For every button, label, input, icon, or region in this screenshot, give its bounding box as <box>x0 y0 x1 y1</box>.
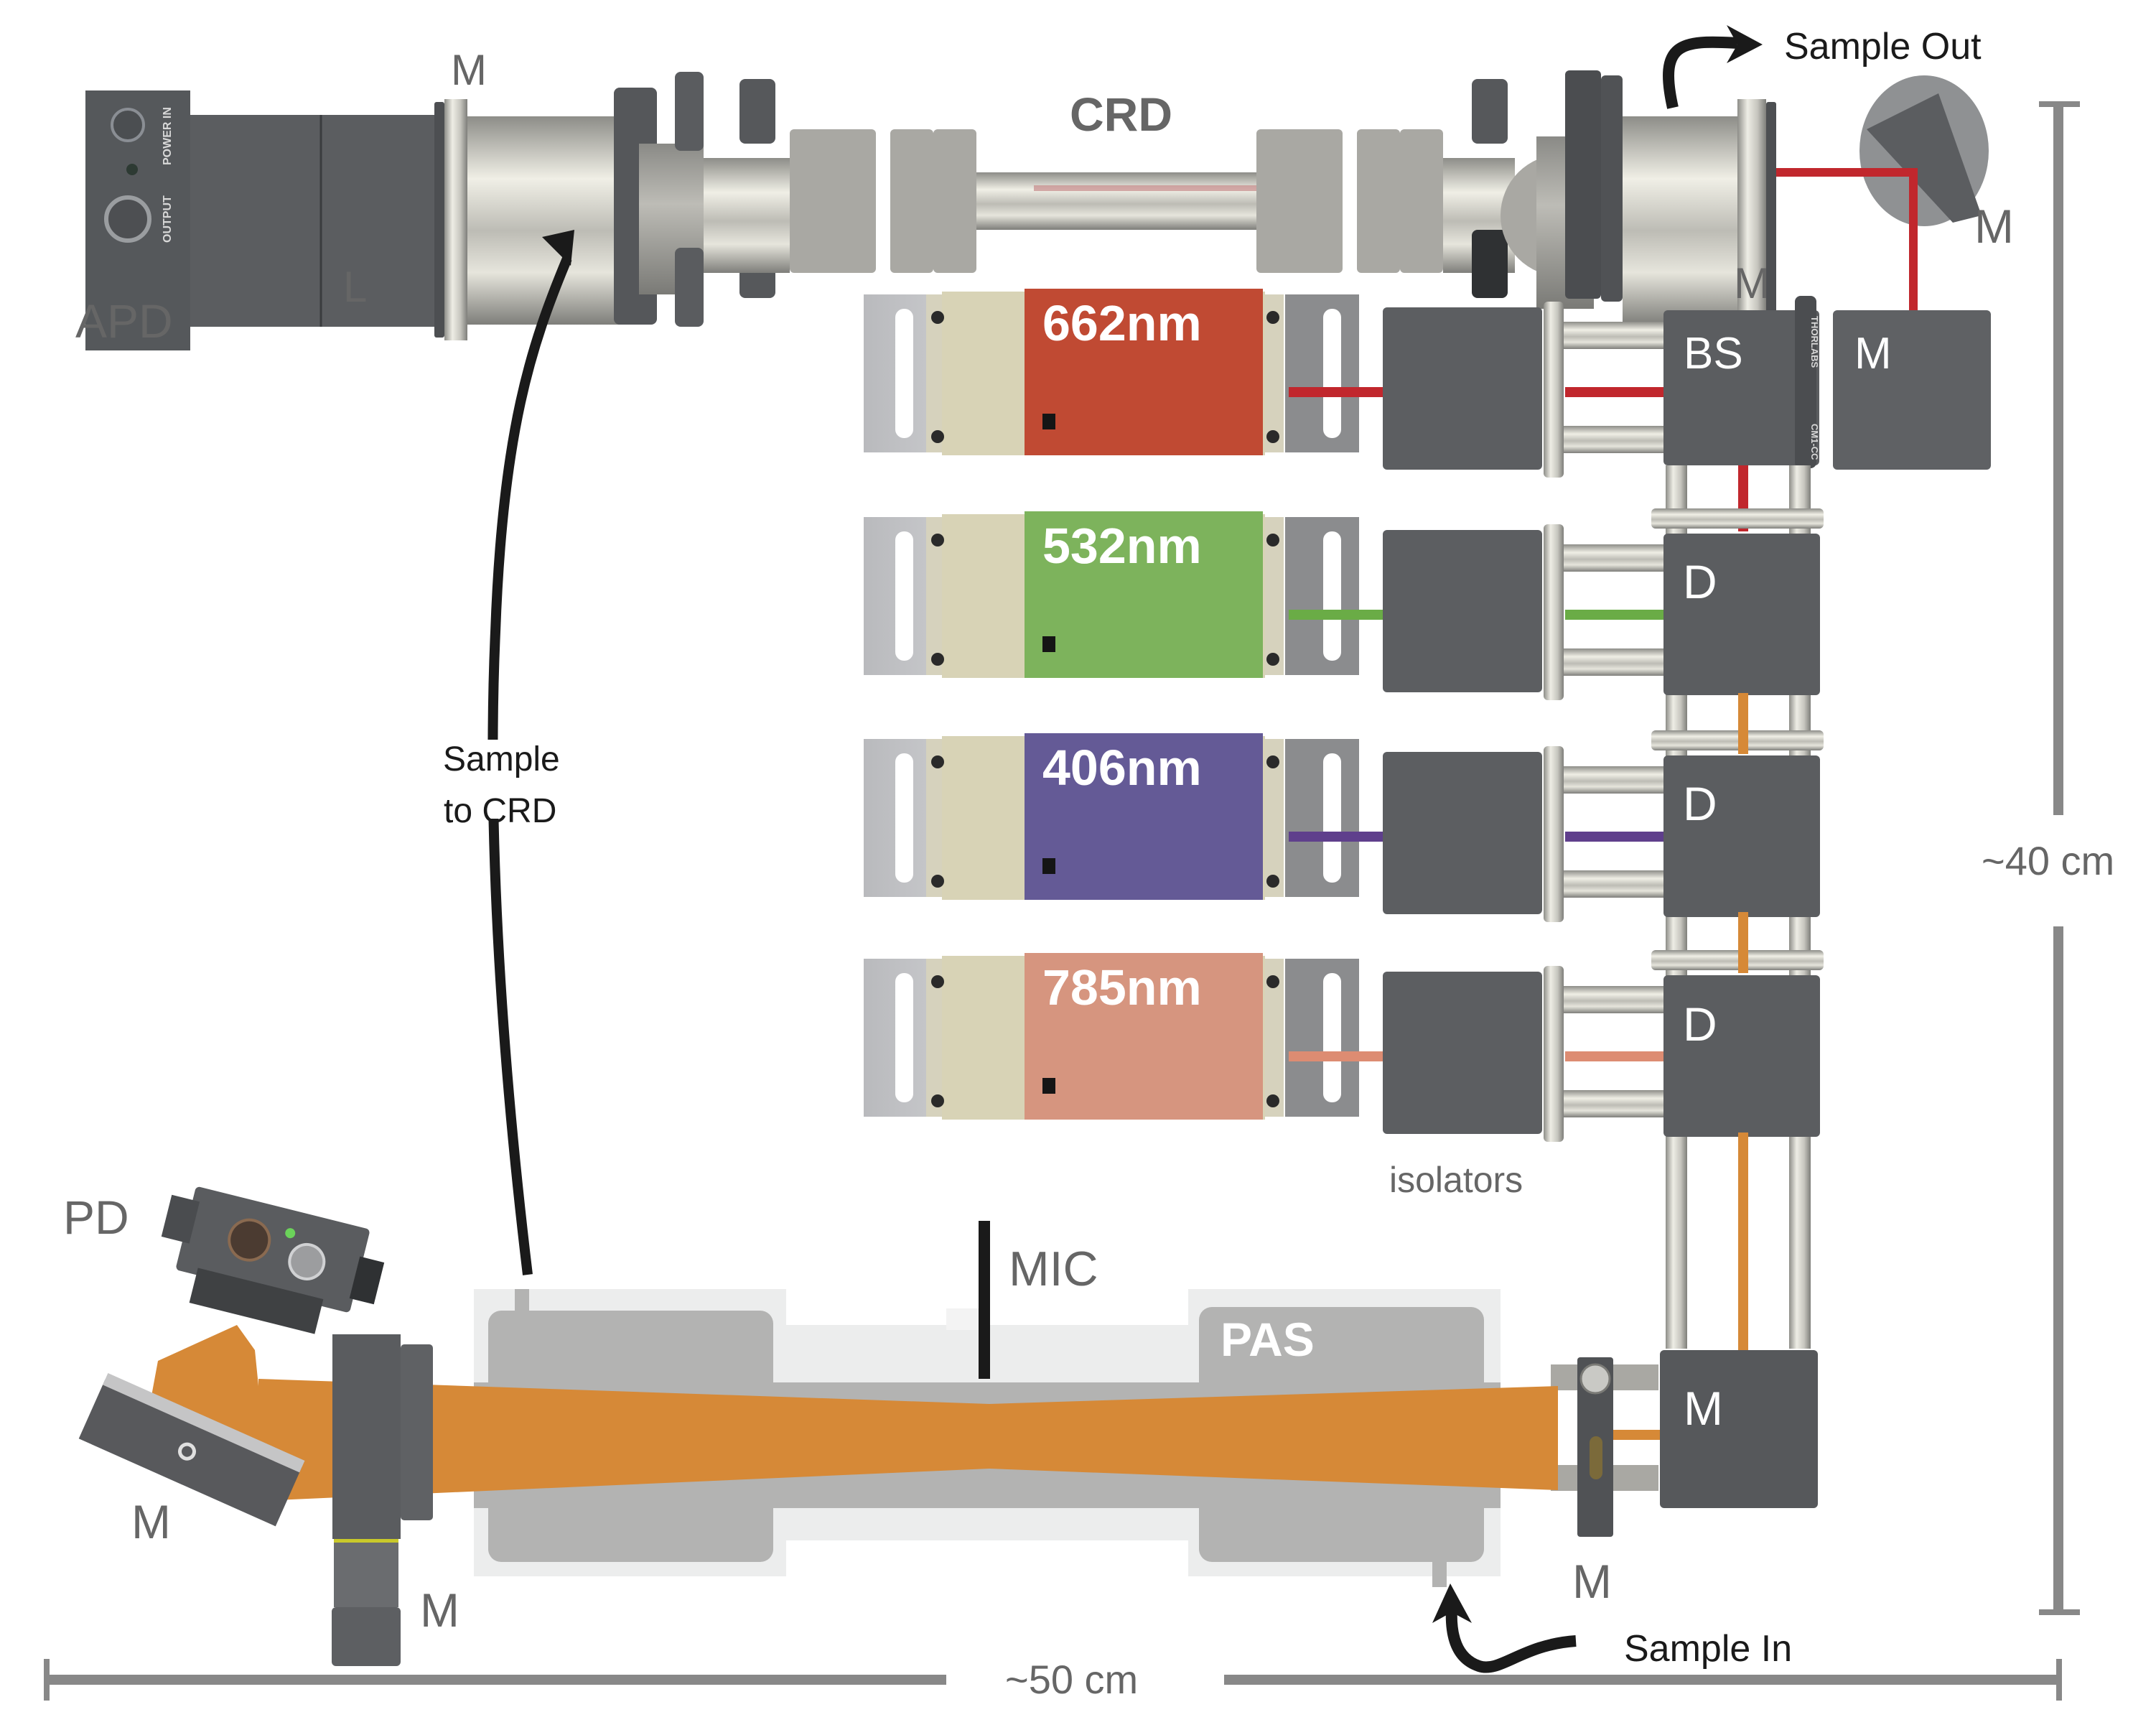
sample-to-crd-arrow <box>487 256 572 1275</box>
crd-tube <box>790 129 1443 273</box>
laser-body <box>1025 733 1263 900</box>
laser-body <box>1025 953 1263 1120</box>
apd-detector: POWER IN OUTPUT <box>85 90 190 350</box>
mirror-mount-vertical <box>332 1334 433 1666</box>
apd-led <box>126 164 138 175</box>
turning-mirror-top <box>1859 75 1989 226</box>
optical-isolator <box>1383 302 1666 478</box>
laser-module: 406nm <box>864 733 1666 922</box>
sample-to-crd-label-line2: to CRD <box>444 792 556 830</box>
mirror-mount-angled <box>78 1372 305 1527</box>
laser-body <box>1025 289 1263 455</box>
pd-output-connector <box>228 1218 271 1262</box>
microphone <box>979 1221 990 1379</box>
apd-output-connector <box>104 195 151 243</box>
mirror-cube-top <box>1833 310 1991 470</box>
optical-isolator <box>1383 966 1666 1142</box>
scale-horizontal-label: ~50 cm <box>1005 1657 1138 1702</box>
mirror-cube-bottom <box>1660 1350 1818 1508</box>
isolators-label: isolators <box>1389 1160 1523 1200</box>
crd-internal-beam <box>1034 185 1256 191</box>
sample-to-crd-label-line1: Sample <box>443 740 560 778</box>
dichroic-label-2: D <box>1683 777 1717 830</box>
scale-vertical-label: ~40 cm <box>1982 838 2114 883</box>
mirror-label-crd-left: M <box>451 46 487 94</box>
crd-right-end <box>1443 70 1776 332</box>
laser-module: 662nm <box>864 289 1666 478</box>
apd-power-in-text: POWER IN <box>162 107 174 165</box>
mirror-label-turning: M <box>1974 200 2014 253</box>
mirror-label-periscope: M <box>1572 1555 1612 1608</box>
laser-module: 532nm <box>864 511 1666 700</box>
periscope-mirror-mount <box>1551 1357 1658 1537</box>
bs-label: BS <box>1684 329 1743 378</box>
scale-bar-vertical: ~40 cm <box>1982 101 2114 1615</box>
mic-label: MIC <box>1009 1242 1098 1296</box>
pas-label: PAS <box>1221 1313 1315 1366</box>
optical-isolator <box>1383 746 1666 922</box>
mirror-label-angled: M <box>131 1495 171 1548</box>
mirror-bottom-cube-label: M <box>1684 1382 1723 1435</box>
sample-out-arrow <box>1663 36 1738 109</box>
pd-led <box>285 1228 296 1239</box>
laser-wavelength-label: 532nm <box>1042 518 1202 574</box>
sample-to-crd-arrowhead <box>542 230 574 266</box>
lens-tube <box>190 115 434 327</box>
photodiode <box>161 1186 385 1334</box>
optical-isolator <box>1383 524 1666 700</box>
dichroic-label-1: D <box>1683 555 1717 608</box>
sample-in-label: Sample In <box>1624 1628 1792 1670</box>
beamsplitter-cube: THORLABS CM1-CC <box>1663 296 1820 468</box>
mirror-cube-label: M <box>1854 329 1892 378</box>
sample-in-arrow <box>1445 1608 1577 1673</box>
sample-in-arrowhead <box>1432 1583 1472 1623</box>
cube-model-text: CM1-CC <box>1809 424 1820 460</box>
lens-tube-body <box>190 115 434 327</box>
pas-laser-beam <box>258 1379 1558 1501</box>
laser-module: 785nm <box>864 953 1666 1142</box>
sample-out-label: Sample Out <box>1784 26 1982 68</box>
sample-out-arrowhead <box>1727 25 1763 63</box>
dichroic-mirror-block <box>1663 534 1820 695</box>
pd-label: PD <box>63 1191 129 1244</box>
dichroic-label-3: D <box>1683 997 1717 1051</box>
mirror-label-crd-right: M <box>1734 259 1770 307</box>
apd-label: APD <box>75 294 173 348</box>
crd-return-beam <box>1776 168 1918 309</box>
dichroic-blocks <box>1651 508 1824 1137</box>
laser-wavelength-label: 662nm <box>1042 295 1202 351</box>
cube-brand-text: THORLABS <box>1809 316 1820 368</box>
crd-label: CRD <box>1070 88 1172 141</box>
pd-power-connector <box>288 1242 326 1280</box>
apd-power-connector <box>111 108 145 142</box>
scale-bar-horizontal: ~50 cm <box>44 1657 2062 1702</box>
laser-wavelength-label: 785nm <box>1042 959 1202 1015</box>
laser-body <box>1025 511 1263 678</box>
dichroic-mirror-block <box>1663 755 1820 917</box>
laser-modules: 662nm 532nm 406nm 785nm <box>864 289 1666 1142</box>
laser-wavelength-label: 406nm <box>1042 740 1202 796</box>
crd-left-end <box>434 72 790 340</box>
mirror-label-vertical: M <box>420 1583 459 1637</box>
lens-label: L <box>343 263 367 311</box>
apd-output-text: OUTPUT <box>162 195 174 243</box>
dichroic-mirror-block <box>1663 975 1820 1137</box>
